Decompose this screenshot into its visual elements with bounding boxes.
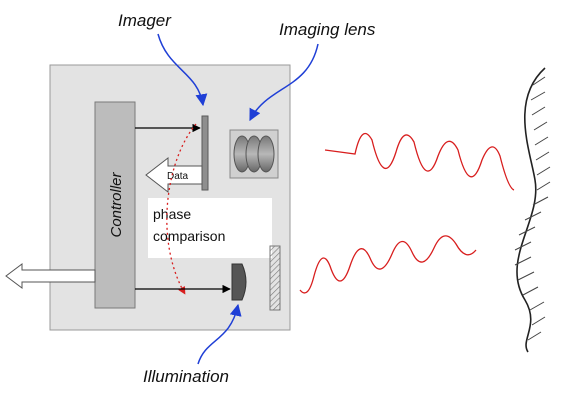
imaging-lens-label: Imaging lens <box>279 20 376 39</box>
imaging-lens <box>229 129 279 179</box>
controller-block <box>94 101 136 309</box>
illumination-callout-arrow <box>197 303 242 365</box>
imager-callout-arrow <box>157 33 208 107</box>
target-surface <box>514 67 551 353</box>
imaging-lens-callout-arrow <box>249 43 319 122</box>
reflected-wave <box>324 132 515 191</box>
camera-housing <box>49 64 291 331</box>
phase-label-line1: phase <box>153 206 191 222</box>
illumination-label: Illumination <box>143 367 229 386</box>
output-arrow <box>5 263 96 289</box>
imager-plate <box>201 115 209 191</box>
data-arrow <box>145 156 203 194</box>
data-label: Data <box>167 171 189 182</box>
controller-label: Controller <box>108 171 125 237</box>
illumination-window <box>269 245 281 311</box>
imager-label: Imager <box>118 11 172 30</box>
illumination-source <box>231 263 247 301</box>
phase-label-line2: comparison <box>153 228 225 244</box>
emitted-wave <box>299 235 477 294</box>
phase-arc <box>166 123 197 295</box>
